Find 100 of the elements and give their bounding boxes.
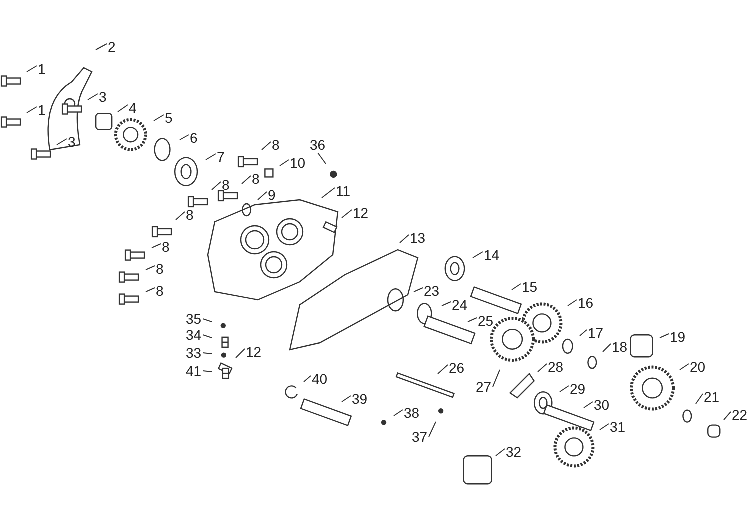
leader-line [538,364,548,372]
leader-line [26,66,38,72]
leader-line [202,318,212,322]
leader-line [304,376,312,382]
leader-line [512,284,522,290]
callout-number: 3 [68,135,76,149]
callout-number: 18 [612,340,628,354]
callout-number: 35 [186,312,202,326]
callout-number: 23 [424,284,440,298]
callout-number: 28 [548,360,564,374]
leader-line [560,386,570,392]
callout-number: 39 [352,392,368,406]
callout-number: 11 [336,184,351,198]
leader-line [146,266,156,270]
leader-line [96,44,108,50]
leader-line [206,154,216,160]
callout-number: 1 [38,103,46,117]
leader-line [202,334,212,338]
leader-line [660,334,670,338]
callout-number: 6 [190,131,198,145]
leader-line [472,252,484,258]
leader-line [438,364,448,374]
callout-number: 30 [594,398,610,412]
callout-number: 24 [452,298,468,312]
callout-number: 33 [186,346,202,360]
leader-line [242,176,252,184]
callout-number: 3 [99,90,107,104]
callout-number: 5 [165,111,173,125]
leader-line [202,370,212,372]
callout-number: 36 [310,138,326,152]
leader-line [236,348,246,358]
leader-line [696,394,704,404]
leader-line [212,182,222,190]
leader-line [26,106,38,114]
callout-number: 21 [704,390,720,404]
leader-line [118,104,128,112]
leader-line [262,142,272,150]
callout-number: 32 [506,445,522,459]
callout-number: 20 [690,360,706,374]
callout-number: 17 [588,326,604,340]
callout-number: 8 [252,172,260,186]
callout-number: 8 [162,240,170,254]
callout-number: 40 [312,372,328,386]
leader-line [56,138,68,146]
callout-number: 29 [570,382,586,396]
leader-line [146,288,156,292]
callout-number: 8 [156,262,164,276]
callout-number: 4 [129,101,137,115]
callout-number: 34 [186,328,202,342]
callout-number: 38 [404,406,420,420]
leader-line [600,424,610,430]
callout-number: 22 [732,408,748,422]
leader-line [414,288,424,292]
callout-number: 9 [268,188,276,202]
leader-line [724,412,732,420]
callout-number: 8 [222,178,230,192]
callout-number: 8 [272,138,280,152]
leader-line [202,352,212,354]
callout-number: 12 [353,206,369,220]
callout-number: 15 [522,280,538,294]
leader-line [496,448,506,456]
leader-line [176,212,186,220]
callout-number: 27 [476,380,492,394]
leader-line [394,410,404,416]
leader-line [280,160,290,166]
leader-line [342,396,352,402]
callout-number: 1 [38,62,46,76]
leader-line [88,94,98,100]
leader-line [492,370,500,388]
leader-line [258,192,268,200]
leader-line [152,244,162,248]
callout-number: 26 [449,361,465,375]
callout-number: 12 [246,345,262,359]
leader-line [442,302,452,306]
leader-line [428,422,436,438]
leader-line [318,152,326,164]
callout-number: 19 [670,330,686,344]
leader-line [584,402,594,408]
callout-number: 41 [186,364,202,378]
leader-line [680,364,690,370]
leader-line [400,234,410,244]
leader-line [180,134,190,140]
callout-number: 10 [290,156,306,170]
callout-number: 7 [217,150,225,164]
leader-line [602,344,612,352]
callout-number: 16 [578,296,594,310]
callout-number: 14 [484,248,500,262]
callout-number: 8 [186,208,194,222]
callout-number: 25 [478,314,494,328]
callout-number: 31 [610,420,626,434]
leader-line [468,318,478,322]
leader-line [568,300,578,306]
leader-line [154,114,164,122]
callout-number: 13 [410,231,426,245]
callout-number: 2 [108,40,116,54]
leader-line [322,188,336,198]
callout-number: 37 [412,430,428,444]
leader-line [342,210,352,218]
leader-line [580,330,588,336]
callout-number: 8 [156,284,164,298]
